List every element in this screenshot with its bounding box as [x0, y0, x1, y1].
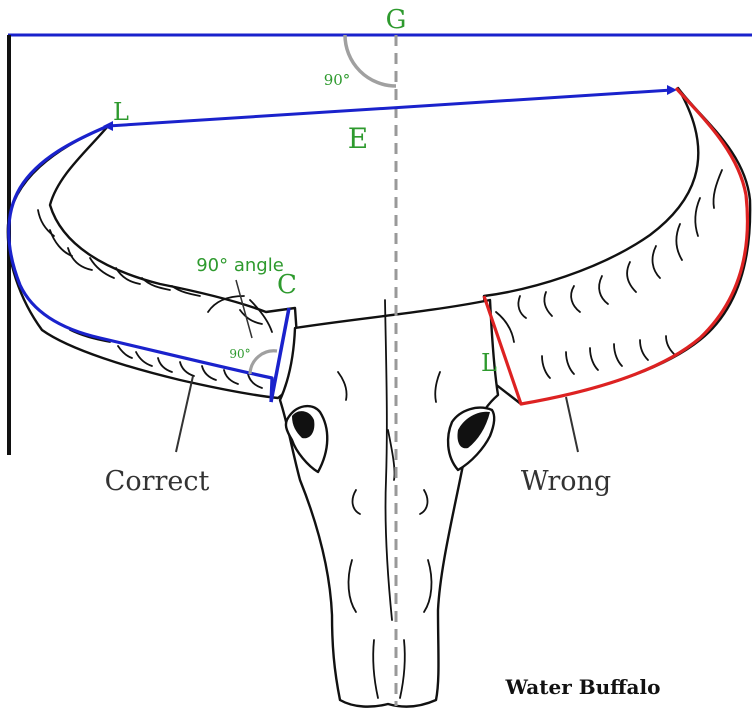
label-wrong: Wrong	[521, 466, 611, 497]
label-correct: Correct	[105, 466, 210, 497]
label-angle-note: 90° angle	[196, 255, 284, 276]
diagram-title: Water Buffalo	[505, 675, 661, 699]
label-top-angle: 90°	[324, 71, 351, 89]
top-right-angle-arc	[345, 35, 396, 86]
skull-drawing	[8, 88, 750, 707]
spread-line	[108, 90, 672, 126]
label-g: G	[386, 5, 407, 35]
correct-leader	[176, 376, 193, 452]
label-e: E	[348, 122, 368, 155]
label-l-right: L	[481, 349, 497, 377]
label-small-angle: 90°	[229, 347, 250, 361]
label-l-left: L	[113, 98, 129, 126]
spread-arrow-right	[667, 85, 677, 95]
wrong-leader	[566, 397, 578, 452]
label-c: C	[277, 270, 297, 300]
right-horn	[484, 88, 750, 404]
skull-head	[280, 300, 498, 707]
